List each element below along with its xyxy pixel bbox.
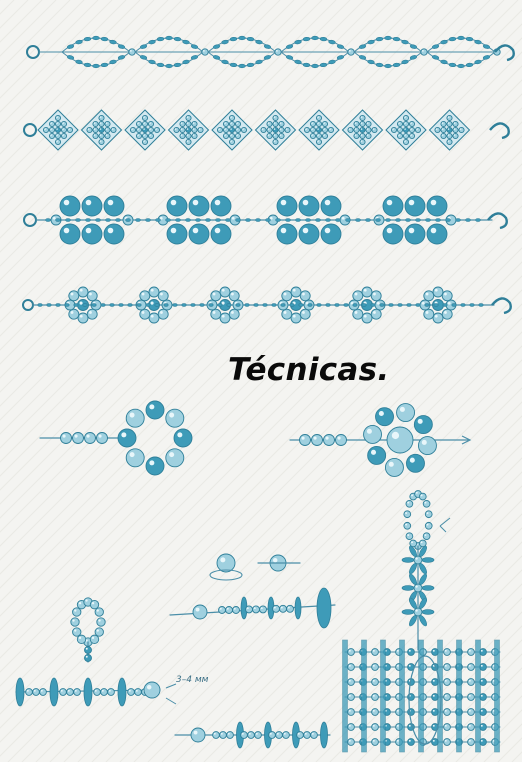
technique-ring-start — [40, 401, 192, 475]
bracelet-pattern-2-diamond-mesh — [24, 110, 509, 150]
technique-ring-with-center-bead — [290, 404, 470, 477]
page-title: Técnicas. — [228, 352, 389, 388]
technique-ladder-panel — [343, 640, 501, 752]
measurement-note: 3–4 мм — [176, 675, 208, 685]
bracelet-pattern-3-large-bead-clusters — [24, 196, 507, 244]
bracelet-pattern-4-flower-rings — [23, 287, 511, 323]
